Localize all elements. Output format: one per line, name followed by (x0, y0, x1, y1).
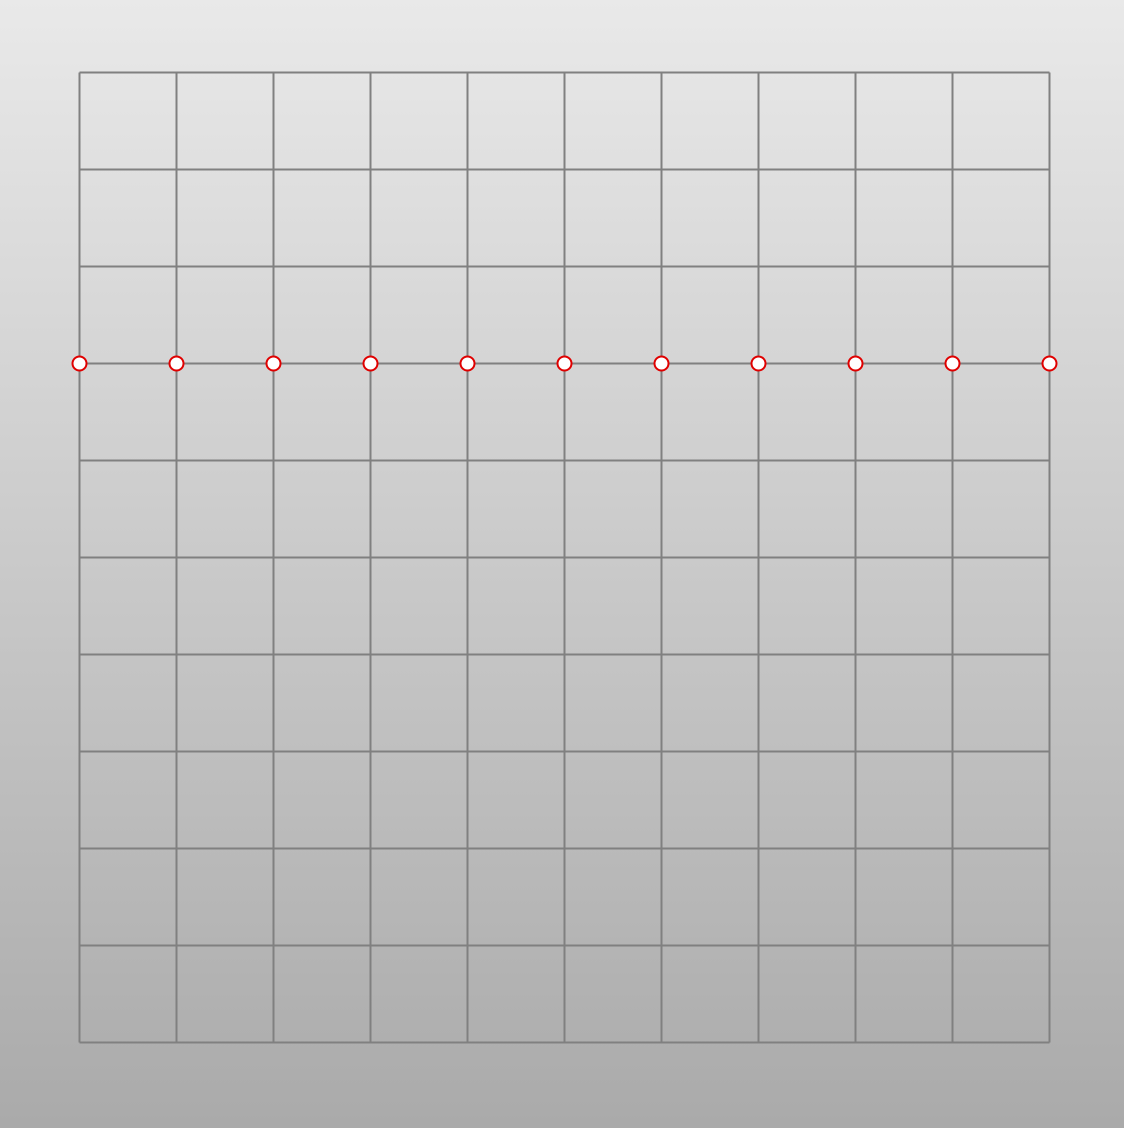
grid-node-marker (168, 355, 185, 372)
grid-node-marker (750, 355, 767, 372)
grid-node-marker (556, 355, 573, 372)
grid-node-marker (459, 355, 476, 372)
grid-node-marker (653, 355, 670, 372)
grid-node-marker (944, 355, 961, 372)
grid-node-marker (71, 355, 88, 372)
grid-markers (71, 355, 1058, 372)
grid-lines (78, 71, 1051, 1044)
grid-node-marker (362, 355, 379, 372)
grid-node-marker (265, 355, 282, 372)
grid-node-marker (847, 355, 864, 372)
grid-node-marker (1041, 355, 1058, 372)
